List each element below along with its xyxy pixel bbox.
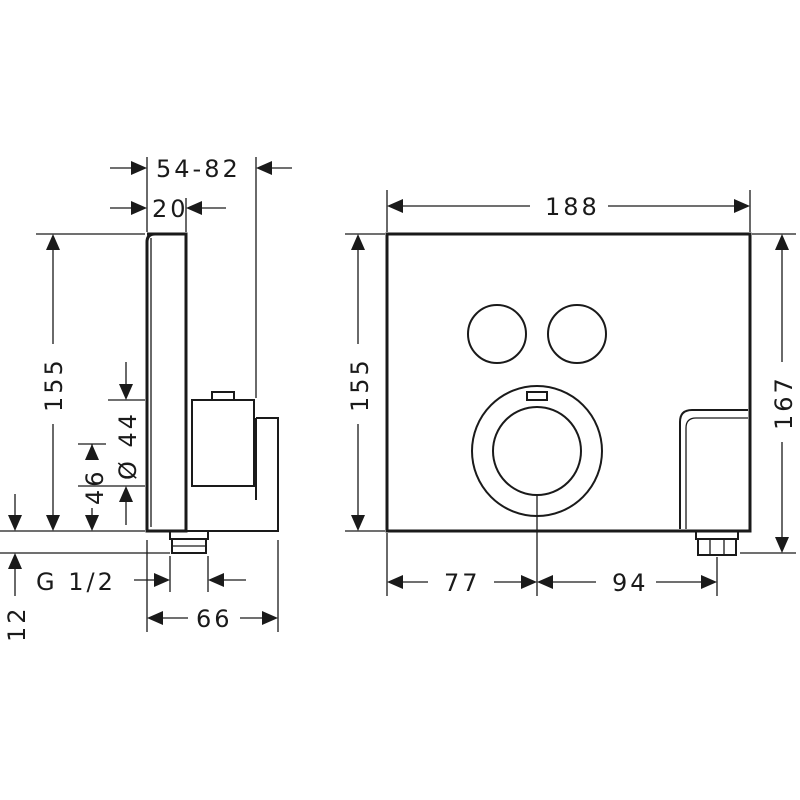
dim-arrow	[701, 575, 717, 589]
dim-arrow	[775, 537, 789, 553]
outlet-nut	[697, 538, 737, 556]
dim-bottom-offset: 12	[3, 605, 31, 642]
front-panel-outline	[385, 232, 752, 533]
dim-depth-range: 54-82	[156, 155, 241, 183]
front-view: 188 155 167 77 94	[345, 190, 798, 597]
dim-arrow	[256, 161, 272, 175]
dim-arrow	[147, 611, 163, 625]
dim-arrow	[208, 573, 224, 587]
button-left	[467, 304, 527, 364]
dim-arrow	[131, 201, 147, 215]
dim-panel-depth: 20	[152, 195, 189, 223]
side-mount-box	[186, 417, 279, 532]
dim-arrow	[85, 444, 99, 460]
dim-arrow	[186, 201, 202, 215]
dim-knob-offset: 46	[81, 468, 109, 505]
dim-front-height: 155	[346, 357, 374, 412]
outlet-housing	[679, 409, 748, 529]
button-right	[547, 304, 607, 364]
dim-arrow	[387, 575, 403, 589]
dim-arrow	[351, 234, 365, 250]
dim-center-right: 94	[612, 569, 649, 597]
dim-arrow	[46, 515, 60, 531]
dim-arrow	[262, 611, 278, 625]
dim-arrow	[537, 575, 553, 589]
dim-arrow	[521, 575, 537, 589]
dim-front-width: 188	[545, 193, 600, 221]
side-knob-tab	[211, 391, 235, 401]
side-knob-body	[191, 399, 255, 487]
dim-side-height: 155	[40, 357, 68, 412]
side-view: 54-82 20 155 Ø 44 46 12 G 1/2	[0, 155, 292, 642]
side-mount-inner	[192, 418, 257, 500]
dim-overall-height: 167	[770, 375, 798, 430]
dim-knob-diameter: Ø 44	[114, 411, 142, 480]
dim-arrow	[387, 199, 403, 213]
knob-marker	[526, 391, 548, 401]
dim-thread: G 1/2	[36, 568, 116, 596]
dim-arrow	[775, 234, 789, 250]
outlet-inner	[685, 417, 748, 529]
dim-arrow	[8, 515, 22, 531]
knob-inner-circle	[492, 406, 582, 496]
dim-arrow	[119, 384, 133, 400]
side-panel-outline	[145, 232, 188, 533]
dim-arrow	[351, 515, 365, 531]
dim-arrow	[85, 515, 99, 531]
dim-arrow	[46, 234, 60, 250]
dim-arrow	[8, 553, 22, 569]
dim-overall-depth: 66	[196, 605, 233, 633]
dim-arrow	[131, 161, 147, 175]
dim-center-left: 77	[444, 569, 481, 597]
dim-arrow	[119, 486, 133, 502]
dim-arrow	[154, 573, 170, 587]
dim-arrow	[734, 199, 750, 213]
